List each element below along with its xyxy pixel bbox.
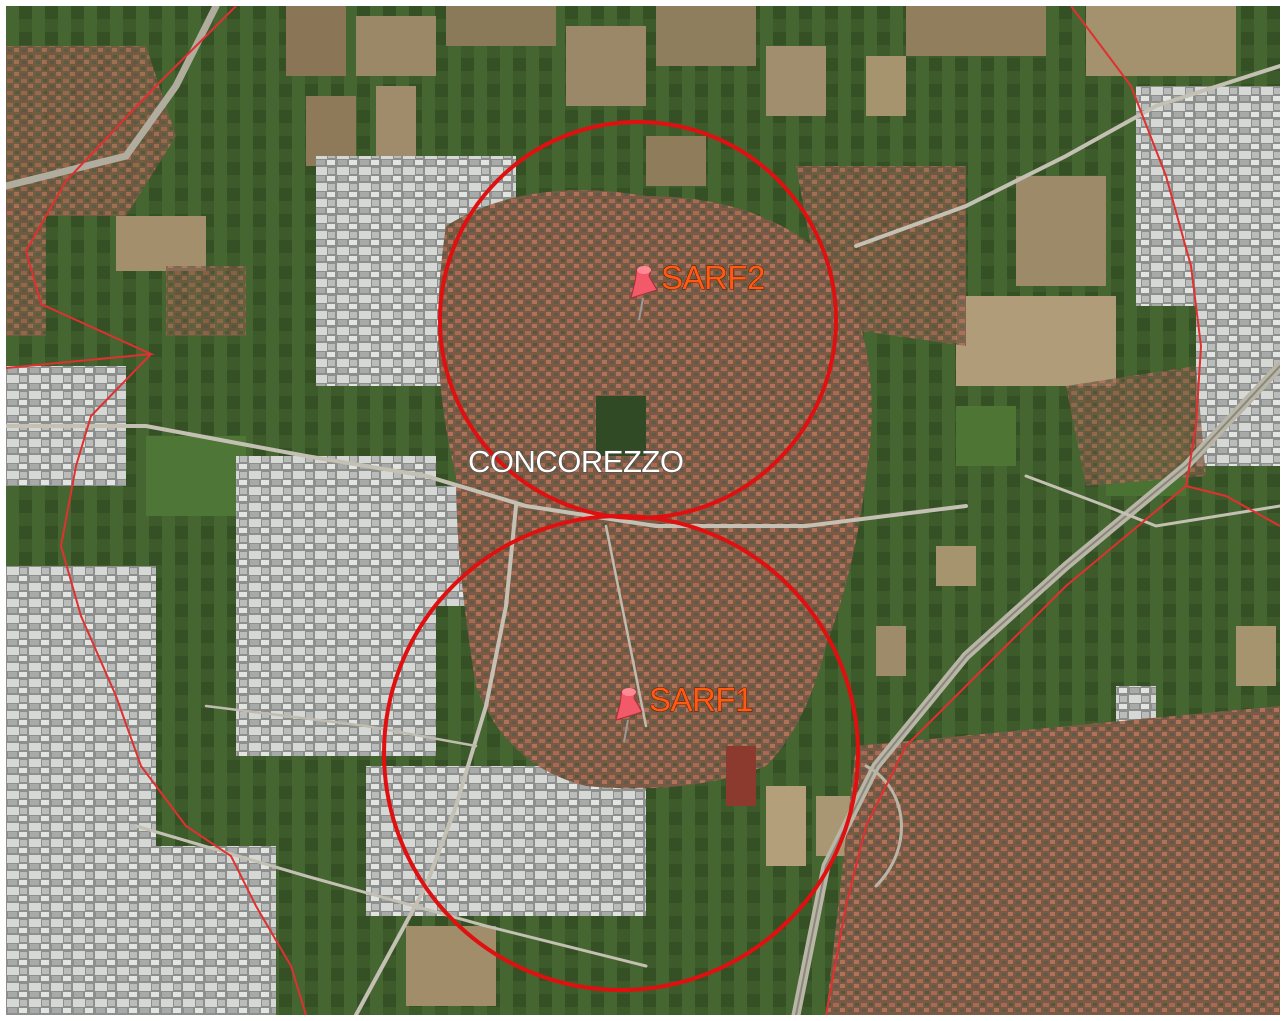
satellite-map[interactable]: CONCOREZZO SARF2 SARF1 bbox=[6, 6, 1280, 1015]
industrial-areas bbox=[6, 86, 1280, 1015]
marker-sarf2[interactable]: SARF2 bbox=[630, 259, 766, 321]
marker-sarf1[interactable]: SARF1 bbox=[615, 681, 754, 743]
municipal-boundary-east-spur bbox=[1185, 485, 1280, 527]
field-patches bbox=[116, 6, 1276, 1006]
pushpin-icon bbox=[630, 266, 658, 321]
pushpin-icon bbox=[615, 688, 643, 743]
map-view[interactable]: CONCOREZZO SARF2 SARF1 bbox=[6, 6, 1280, 1015]
place-label-concorezzo: CONCOREZZO bbox=[468, 444, 683, 479]
roads bbox=[6, 6, 1280, 1015]
municipal-boundary-west bbox=[59, 353, 307, 1015]
marker-label-sarf2: SARF2 bbox=[661, 259, 765, 296]
coverage-circle-sarf1 bbox=[382, 514, 860, 992]
marker-label-sarf1: SARF1 bbox=[649, 681, 753, 718]
